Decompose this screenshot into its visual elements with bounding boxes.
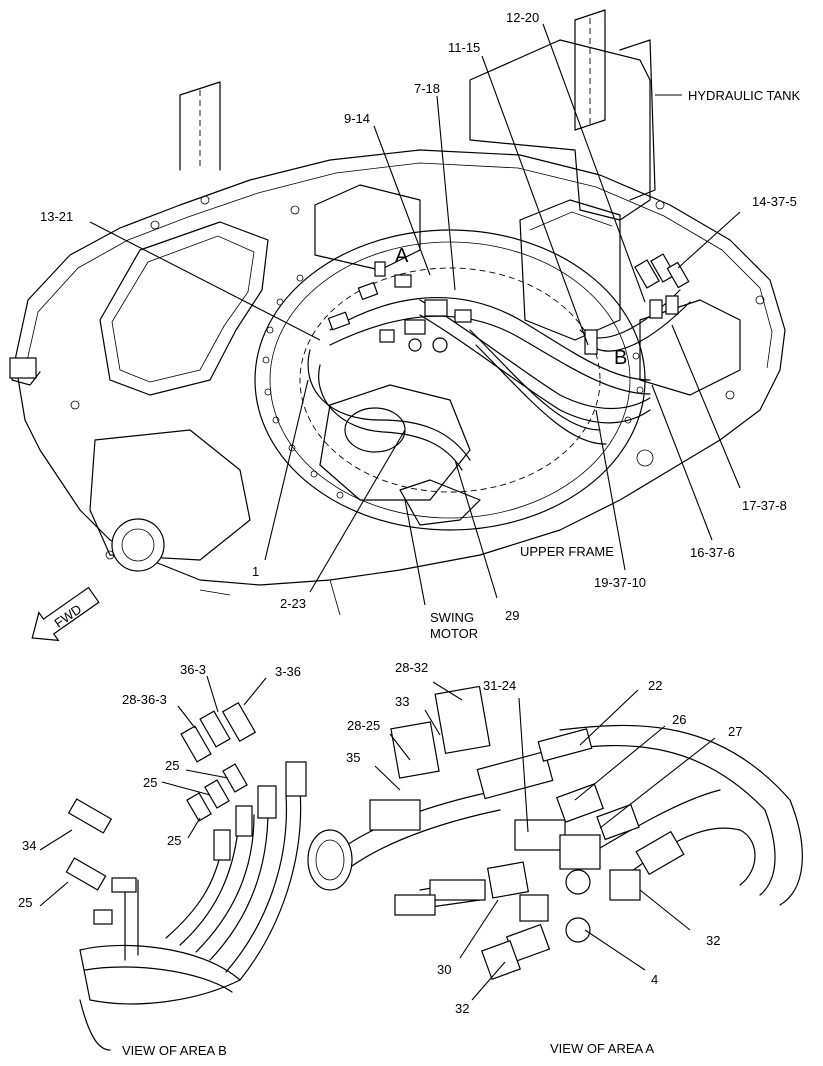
view-area-b-caption: VIEW OF AREA B xyxy=(122,1043,227,1058)
callout-32-right: 32 xyxy=(706,933,720,948)
swing-motor-label-2: MOTOR xyxy=(430,626,478,641)
callout-32-bottom: 32 xyxy=(455,1001,469,1016)
callout-31-24: 31-24 xyxy=(483,678,516,693)
callout-25-d: 25 xyxy=(18,895,32,910)
callout-3-36: 3-36 xyxy=(275,664,301,679)
area-b-fittings xyxy=(584,253,690,355)
callout-26: 26 xyxy=(672,712,686,727)
callout-27: 27 xyxy=(728,724,742,739)
area-b-marker: B xyxy=(614,347,627,369)
callout-11-15: 11-15 xyxy=(448,40,480,55)
hose-bundle xyxy=(307,289,691,471)
hydraulic-tank-label: HYDRAULIC TANK xyxy=(688,88,801,103)
callout-2-23: 2-23 xyxy=(280,596,306,611)
callout-28-32: 28-32 xyxy=(395,660,428,675)
callout-36-3: 36-3 xyxy=(180,662,206,677)
callout-1: 1 xyxy=(252,564,259,579)
callout-30: 30 xyxy=(437,962,451,977)
callout-28-25: 28-25 xyxy=(347,718,380,733)
view-area-a-caption: VIEW OF AREA A xyxy=(550,1041,654,1056)
callout-25-c: 25 xyxy=(167,833,181,848)
area-b-leader-lines xyxy=(39,675,267,907)
callout-22: 22 xyxy=(648,678,662,693)
upper-frame-label: UPPER FRAME xyxy=(520,544,614,559)
callout-33: 33 xyxy=(395,694,409,709)
area-a-fittings xyxy=(327,261,472,353)
upper-frame-drawing xyxy=(9,9,786,616)
callout-28-36-3: 28-36-3 xyxy=(122,692,167,707)
callout-14-37-5: 14-37-5 xyxy=(752,194,797,209)
callout-12-20: 12-20 xyxy=(506,10,539,25)
callout-25-a: 25 xyxy=(165,758,179,773)
area-b-drawing xyxy=(65,701,307,1051)
callout-35: 35 xyxy=(346,750,360,765)
callout-16-37-6: 16-37-6 xyxy=(690,545,735,560)
callout-7-18: 7-18 xyxy=(414,81,440,96)
callout-19-37-10: 19-37-10 xyxy=(594,575,646,590)
callout-4: 4 xyxy=(651,972,658,987)
callout-34: 34 xyxy=(22,838,36,853)
callout-13-21: 13-21 xyxy=(40,209,73,224)
callout-25-b: 25 xyxy=(143,775,157,790)
area-a-drawing xyxy=(307,685,803,980)
callout-9-14: 9-14 xyxy=(344,111,370,126)
top-leader-lines xyxy=(89,23,741,606)
area-a-marker: A xyxy=(395,245,409,267)
callout-17-37-8: 17-37-8 xyxy=(742,498,787,513)
swing-motor-label-1: SWING xyxy=(430,610,474,625)
fwd-arrow xyxy=(31,586,100,642)
callout-29: 29 xyxy=(505,608,519,623)
area-a-leader-lines xyxy=(374,681,716,1001)
